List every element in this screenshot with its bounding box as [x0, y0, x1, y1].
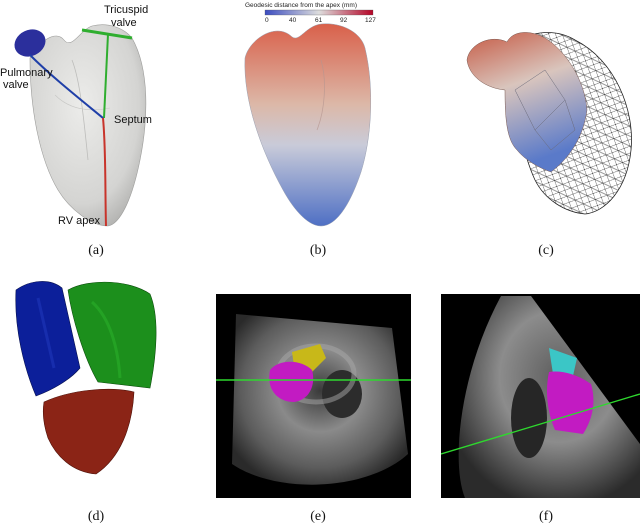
- colorbar-ticks: 0 40 61 92 127: [265, 17, 376, 24]
- caption-a: (a): [88, 243, 104, 258]
- septum-colored-surface: [466, 32, 588, 173]
- segmentation-cyan: [549, 348, 577, 376]
- green-path-line: [103, 33, 109, 119]
- panel-b-geodesic-map: Geodesic distance from the apex (mm) 0 4…: [225, 0, 410, 235]
- panel-e-ultrasound: [216, 294, 411, 498]
- panel-a-rv-mesh: Tricuspid valve Pulmonary valve Septum R…: [0, 0, 180, 235]
- segment-red: [42, 388, 135, 475]
- pulmonary-label-line2: valve: [3, 79, 29, 91]
- red-septal-line: [102, 117, 107, 227]
- plane-line: [441, 393, 640, 455]
- caption-f: (f): [539, 509, 553, 524]
- ultrasound-sector: [232, 314, 408, 485]
- panel-d-segments: [0, 278, 185, 478]
- septum-label: Septum: [114, 114, 152, 126]
- geodesic-mesh-surface: [244, 23, 372, 227]
- caption-c: (c): [538, 243, 554, 258]
- rv-apex-label: RV apex: [58, 215, 100, 227]
- colorbar-tick-4: 127: [365, 17, 376, 24]
- colorbar-title: Geodesic distance from the apex (mm): [245, 2, 357, 9]
- tricuspid-label-line2: valve: [111, 17, 137, 29]
- pulmonary-valve-disk: [14, 29, 46, 57]
- colorbar: [264, 9, 374, 16]
- caption-b: (b): [309, 243, 327, 258]
- colorbar-tick-0: 0: [265, 17, 269, 24]
- blue-path-line: [29, 54, 104, 119]
- colorbar-tick-3: 92: [340, 17, 348, 24]
- panel-f-ultrasound: [441, 294, 640, 498]
- segmentation-magenta: [269, 361, 314, 402]
- pulmonary-label-line1: Pulmonary: [0, 67, 53, 79]
- tricuspid-label-line1: Tricuspid: [104, 4, 148, 16]
- colorbar-tick-1: 40: [289, 17, 297, 24]
- colorbar-tick-2: 61: [315, 17, 323, 24]
- rv-mesh-surface: [29, 24, 147, 227]
- caption-d: (d): [87, 509, 105, 524]
- caption-e: (e): [310, 509, 326, 524]
- panel-c-wireframe: [455, 0, 640, 235]
